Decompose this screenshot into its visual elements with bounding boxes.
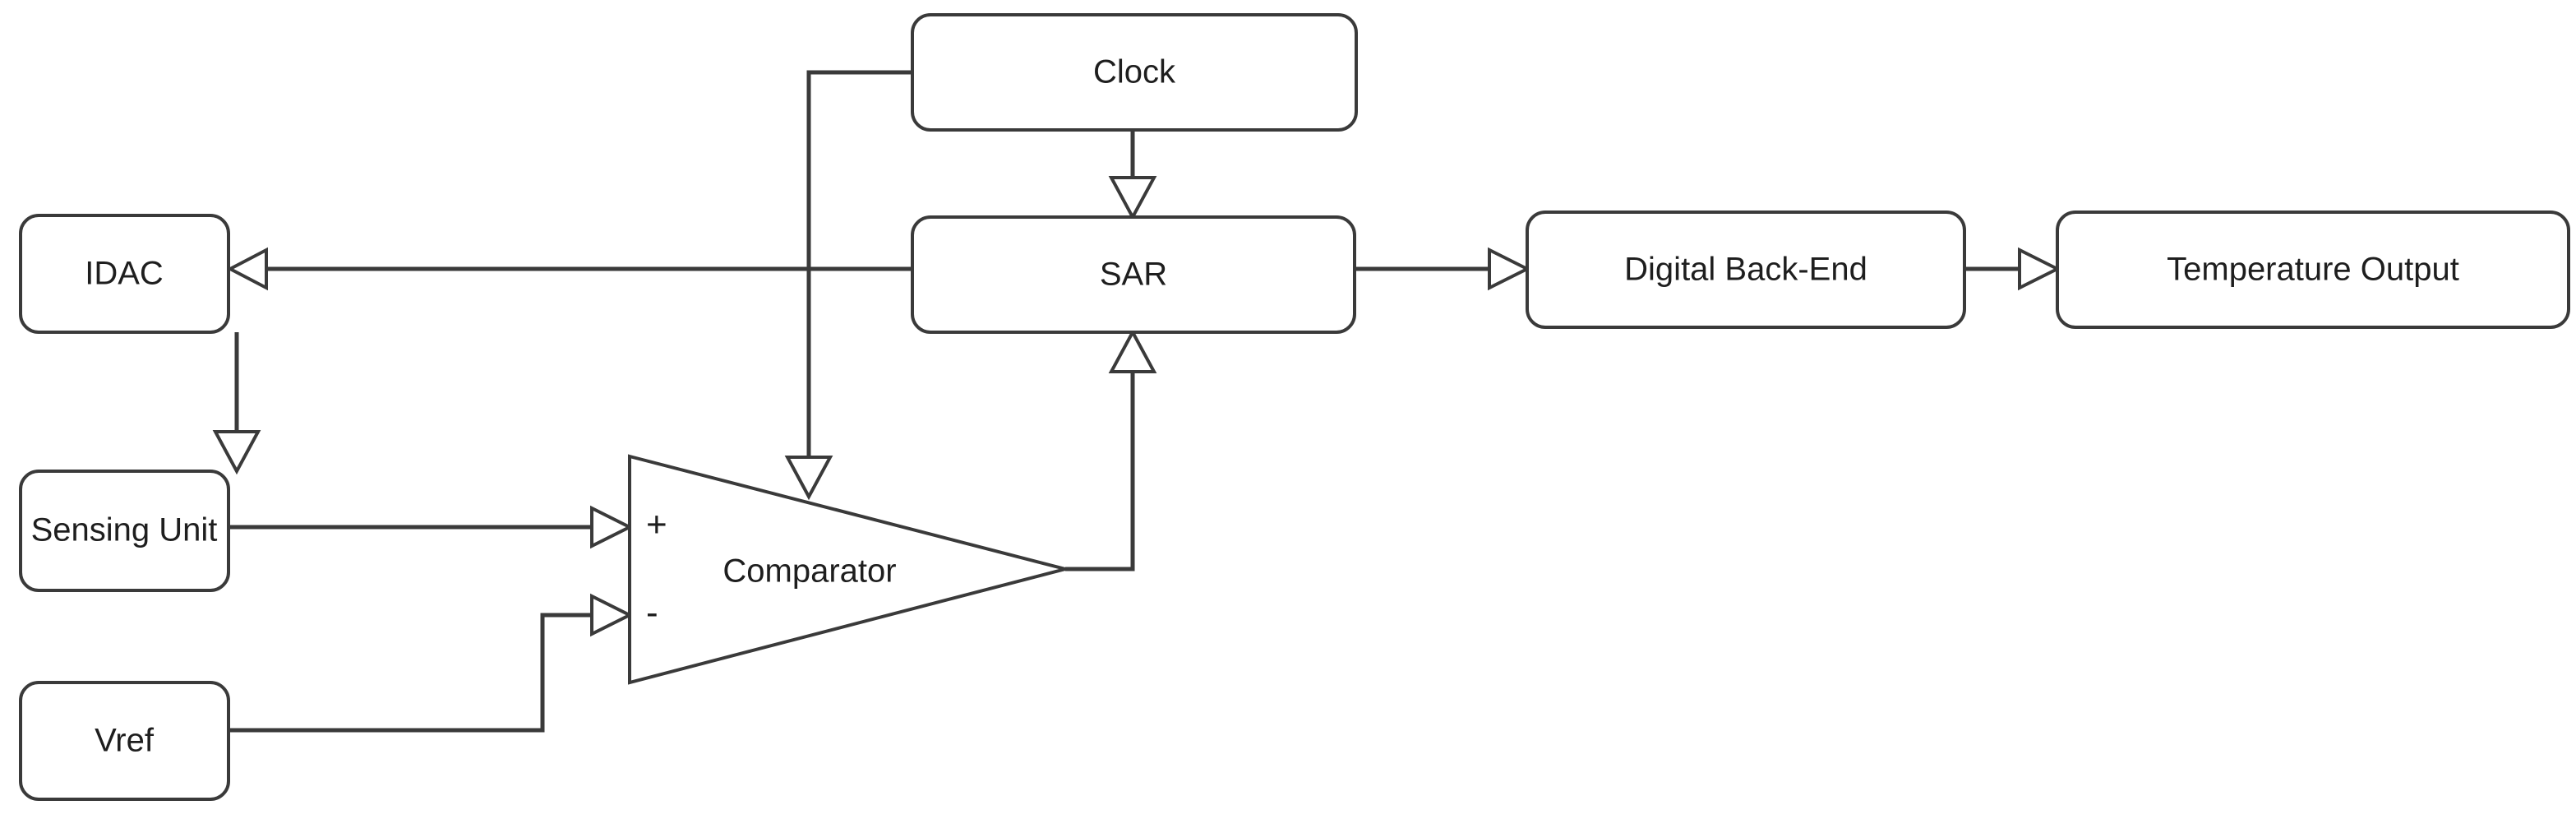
block-idac-shape[interactable] [19,214,230,334]
arrowhead-down-icon [1108,176,1157,221]
block-digital-back-end[interactable]: Digital Back-End [1526,211,1966,329]
block-comparator[interactable]: Comparator + - [628,454,1072,685]
block-temperature-output-shape[interactable] [2056,211,2570,329]
connection-clock-to-sar [1108,130,1157,221]
arrowhead-right-icon [590,505,634,549]
block-idac[interactable]: IDAC [19,214,230,334]
comparator-minus-port-label: - [646,593,658,633]
block-temperature-output[interactable]: Temperature Output [2056,211,2570,329]
arrowhead-down-icon [784,456,833,501]
block-temperature-output-label: Temperature Output [2167,252,2459,288]
block-sar-shape[interactable] [911,215,1356,334]
block-clock-label: Clock [1093,54,1176,90]
block-sar-label: SAR [1100,257,1167,293]
arrowhead-up-icon [1108,328,1157,373]
block-vref-shape[interactable] [19,681,230,801]
connection-line [806,70,912,457]
block-sensing-unit[interactable]: Sensing Unit [19,470,230,592]
block-comparator-label: Comparator [722,553,896,590]
connection-comparator-to-sar [1065,328,1157,571]
block-sensing-unit-shape[interactable] [19,470,230,592]
arrowhead-right-icon [1488,247,1531,291]
block-digital-back-end-label: Digital Back-End [1624,252,1867,288]
block-idac-label: IDAC [85,256,164,292]
connection-clock-to-comparator [784,70,912,501]
block-digital-back-end-shape[interactable] [1526,211,1966,329]
connection-line [1065,370,1135,571]
connection-sensing-to-comparator [229,505,634,549]
connection-sar-to-backend [1355,247,1531,291]
block-sar[interactable]: SAR [911,215,1356,334]
connection-backend-to-tempout [1964,247,2061,291]
connection-sar-to-idac [226,247,912,291]
block-vref-label: Vref [95,723,155,759]
connection-idac-to-sensing [212,332,261,475]
block-clock-shape[interactable] [911,13,1358,132]
connection-line [229,613,592,733]
block-clock[interactable]: Clock [911,13,1358,132]
block-comparator-shape[interactable] [628,454,1072,685]
block-vref[interactable]: Vref [19,681,230,801]
arrowhead-right-icon [2018,247,2061,291]
block-sensing-unit-label: Sensing Unit [31,512,218,548]
arrowhead-down-icon [212,430,261,475]
connection-vref-to-comparator [229,593,634,733]
comparator-plus-port-label: + [646,505,667,545]
arrowhead-right-icon [590,593,634,637]
arrowhead-left-icon [226,247,268,291]
